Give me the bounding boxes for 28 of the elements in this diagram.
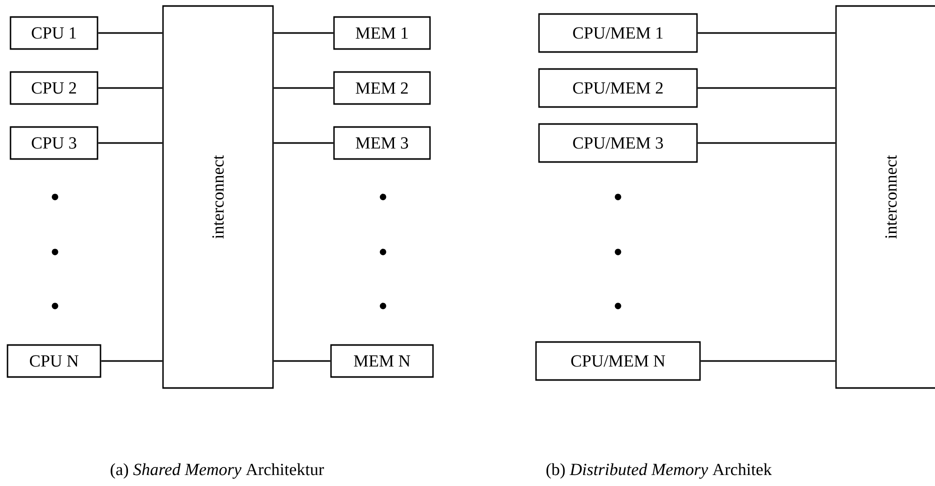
- cpu-box: CPU 1: [10, 16, 98, 50]
- connector-line: [698, 142, 836, 144]
- cpu-box: CPU N: [6, 344, 102, 378]
- memory-box: MEM 3: [333, 126, 431, 160]
- cpu-memory-box: CPU/MEM 1: [538, 13, 698, 53]
- connector-line: [98, 32, 162, 34]
- connector-line: [698, 32, 836, 34]
- connector-line: [98, 142, 162, 144]
- cpu-memory-box: CPU/MEM 3: [538, 123, 698, 163]
- interconnect-box: interconnect: [162, 5, 274, 389]
- cpu-memory-box: CPU/MEM N: [535, 341, 701, 381]
- connector-line: [274, 142, 334, 144]
- memory-box: MEM 1: [333, 16, 431, 50]
- connector-line: [700, 360, 836, 362]
- connector-line: [274, 87, 334, 89]
- caption: (b) Distributed Memory Architek: [546, 463, 772, 479]
- connector-line: [698, 87, 836, 89]
- cpu-box: CPU 2: [10, 71, 98, 105]
- connector-line: [101, 360, 162, 362]
- connector-line: [274, 32, 334, 34]
- cpu-box: CPU 3: [10, 126, 98, 160]
- cpu-memory-box: CPU/MEM 2: [538, 68, 698, 108]
- connector-line: [98, 87, 162, 89]
- memory-box: MEM N: [330, 344, 434, 378]
- memory-box: MEM 2: [333, 71, 431, 105]
- connector-line: [274, 360, 330, 362]
- interconnect-box: interconnect: [835, 5, 935, 389]
- caption: (a) Shared Memory Architektur: [110, 463, 324, 479]
